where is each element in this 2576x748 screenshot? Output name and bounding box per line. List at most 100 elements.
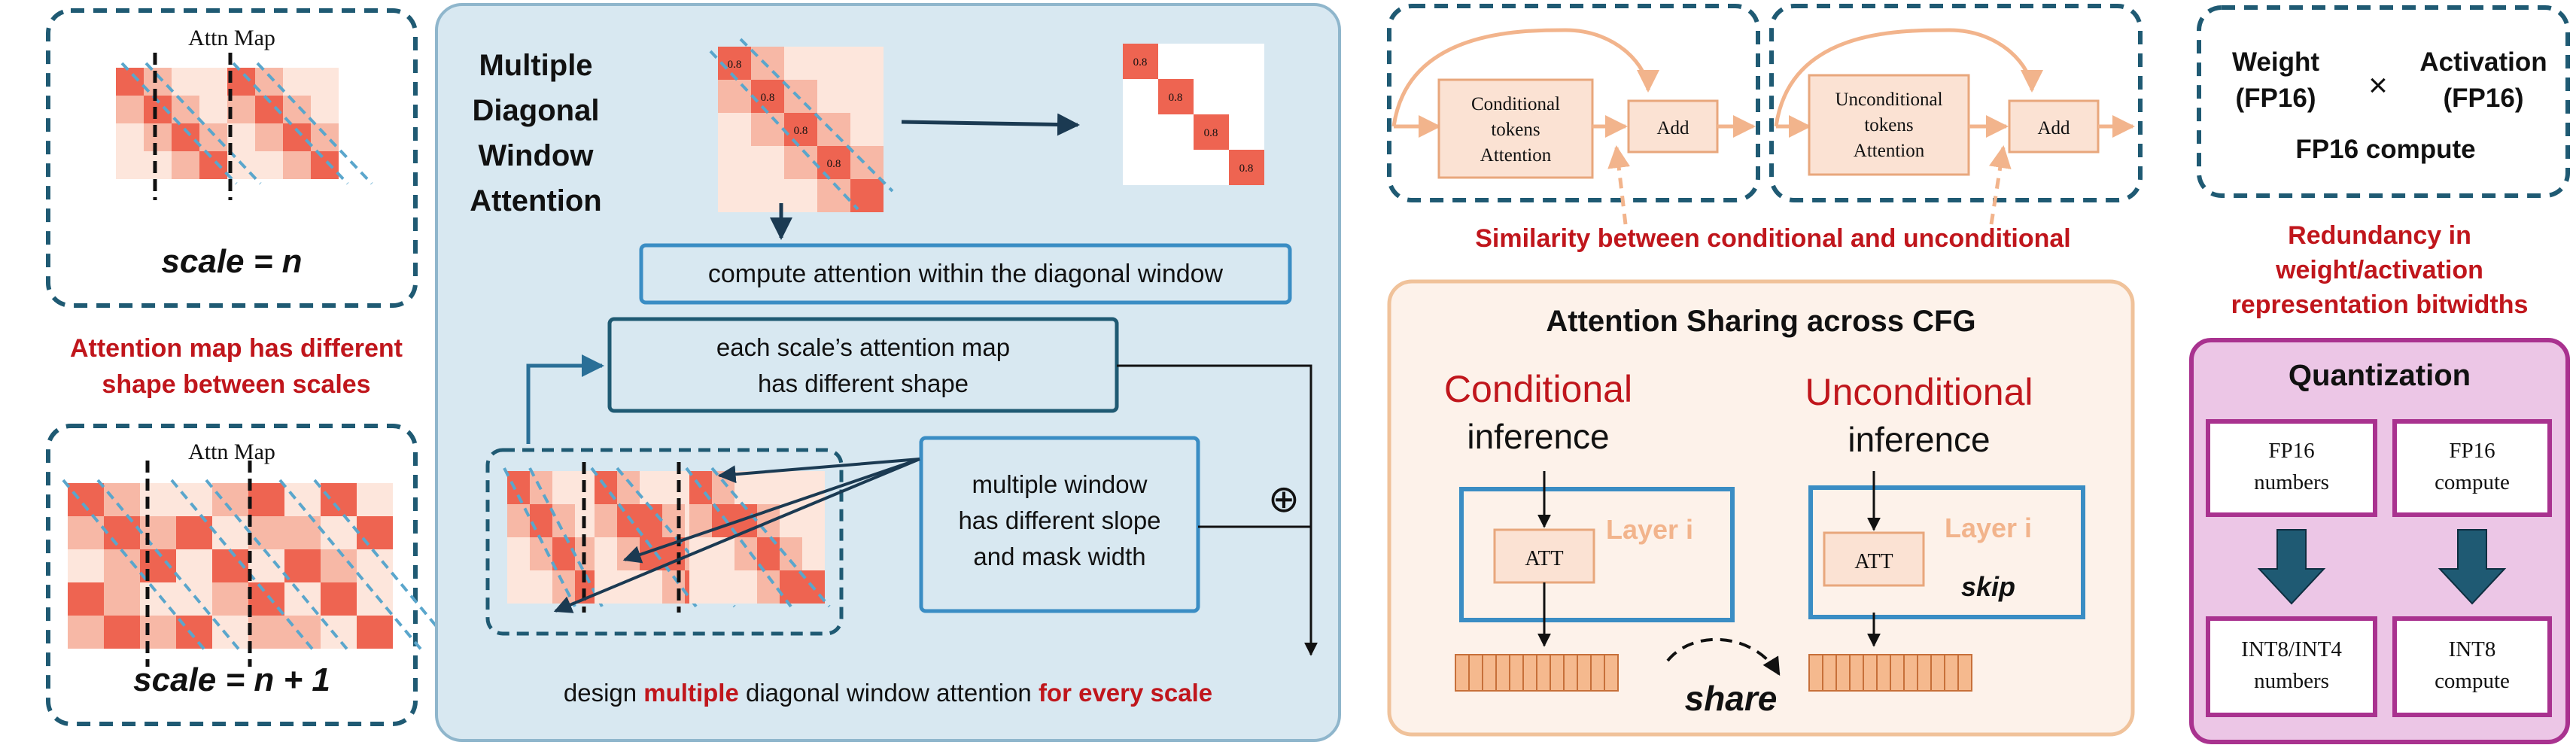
- fp16-compute-label: FP16 compute: [2295, 135, 2475, 164]
- attn-top-cell: [144, 123, 172, 151]
- multi-window-cell: [595, 504, 617, 537]
- multi-window-cell: [617, 504, 640, 537]
- similarity-arrow-left: [1607, 145, 1631, 225]
- attn-top-diag: [256, 62, 373, 185]
- footer-part2: multiple: [643, 679, 739, 707]
- attn-top-cell: [172, 123, 199, 151]
- attn-top-cell: [144, 151, 172, 179]
- diag-output-value: 0.8: [1169, 92, 1183, 104]
- attn-bottom-diag: [205, 479, 351, 653]
- quantization-title: Quantization: [2289, 359, 2471, 392]
- diag-input-cell: [718, 146, 751, 179]
- activation-line2: (FP16): [2444, 84, 2524, 113]
- attn-bottom-cell: [68, 582, 104, 616]
- attn-bottom-diag: [170, 479, 316, 653]
- cond-layer-label: Layer i: [1606, 514, 1693, 545]
- attn-map-bottom-frame: [46, 424, 418, 726]
- attn-bottom-cell: [104, 483, 140, 516]
- multi-window-cell: [617, 570, 640, 604]
- attn-bottom-cell: [104, 616, 140, 649]
- attn-top-cell: [255, 151, 283, 179]
- uncond-layer-box: [1808, 485, 2085, 619]
- attn-top-cell: [116, 123, 144, 151]
- fp16-compute-line2: compute: [2435, 470, 2510, 494]
- quantize-arrow-left: [2257, 529, 2326, 605]
- weight-line2: (FP16): [2236, 84, 2316, 113]
- similarity-caption: Similarity between conditional and uncon…: [1475, 224, 2071, 253]
- cond-attn-box: [1437, 78, 1594, 179]
- diag-input-value: 0.8: [827, 158, 841, 170]
- uncond-attn-line2: tokens: [1864, 115, 1913, 135]
- attn-bottom-cell: [140, 483, 176, 516]
- multi-window-cell: [734, 471, 757, 504]
- attn-bottom-cell: [68, 616, 104, 649]
- fp16-compute-line1: FP16: [2449, 439, 2495, 463]
- similarity-arrow-right: [1988, 145, 2012, 225]
- attn-top-cell: [283, 151, 311, 179]
- uncond-add-label: Add: [2037, 118, 2070, 138]
- diag-input-cell: [718, 80, 751, 113]
- uncond-attn-box: [1808, 74, 1970, 176]
- feedback-arrow: [526, 354, 604, 444]
- cond-att-label: ATT: [1525, 547, 1563, 570]
- pointer-arrow-1: [717, 458, 920, 484]
- attn-map-top-grid: [116, 53, 373, 200]
- multi-window-cell: [712, 570, 734, 604]
- attn-map-top-label: Attn Map: [188, 26, 275, 50]
- attn-top-cell: [199, 123, 227, 151]
- attn-bottom-cell: [321, 616, 357, 649]
- diag-input-cell: [784, 113, 817, 146]
- shape-box-line1: each scale’s attention map: [716, 333, 1010, 361]
- attn-bottom-diag: [278, 479, 424, 653]
- redundancy-line2: weight/activation: [2275, 256, 2483, 284]
- panel2-title-line4: Attention: [470, 184, 602, 217]
- uncond-layer-label: Layer i: [1945, 512, 2032, 543]
- fp16-numbers-line1: FP16: [2268, 439, 2314, 463]
- multi-window-band: [710, 467, 831, 608]
- diag-input-cell: [850, 80, 884, 113]
- diag-output-cell: [1194, 114, 1229, 150]
- diag-input-cell: [751, 113, 784, 146]
- multi-window-cell: [507, 537, 530, 570]
- uncond-frame: [1769, 4, 2143, 202]
- attn-top-cell: [255, 123, 283, 151]
- diag-input-cell: [718, 179, 751, 212]
- uncond-attn-line3: Attention: [1854, 141, 1925, 161]
- multi-window-cell: [595, 537, 617, 570]
- pointer-arrow-2: [622, 458, 920, 564]
- multi-window-cell: [802, 537, 825, 570]
- diag-input-cell: [784, 146, 817, 179]
- attn-top-cell: [199, 96, 227, 123]
- uncond-inference-sub: inference: [1848, 420, 1990, 459]
- panel2-title-line3: Window: [479, 139, 595, 172]
- cond-add-label: Add: [1656, 118, 1689, 138]
- uncond-att-label: ATT: [1854, 550, 1893, 573]
- plus-symbol: ⊕: [1268, 478, 1300, 520]
- uncond-att-box: [1823, 531, 1925, 587]
- diag-input-cell: [784, 80, 817, 113]
- footer-part3: diagonal window attention: [739, 679, 1039, 707]
- multi-window-cell: [575, 471, 598, 504]
- to-windowed-arrow: [901, 113, 1080, 136]
- cond-layer-box: [1459, 487, 1735, 622]
- share-arrow: [1666, 637, 1781, 677]
- multi-window-band: [503, 467, 576, 607]
- scale-n-label: scale = n: [161, 243, 302, 280]
- fp16-compute-box: [2392, 419, 2552, 517]
- multi-window-cell: [712, 504, 734, 537]
- output-connector: [1117, 364, 1318, 656]
- multi-window-cell: [757, 570, 780, 604]
- panel-attention-sharing: Attention Sharing across CFG Conditional…: [1387, 279, 2135, 737]
- cond-inference-title: Conditional: [1444, 368, 1632, 410]
- attn-bottom-cell: [212, 483, 248, 516]
- attn-top-cell: [116, 151, 144, 179]
- diag-input-cell: [751, 146, 784, 179]
- diag-input-cell: [817, 47, 850, 80]
- diag-output-cell: [1229, 150, 1264, 185]
- int-numbers-line2: numbers: [2254, 669, 2329, 693]
- diag-output-cell: [1158, 79, 1194, 114]
- fp16-numbers-box: [2206, 419, 2377, 517]
- attn-bottom-cell: [140, 616, 176, 649]
- multi-window-cell: [662, 471, 685, 504]
- attn-bottom-cell: [248, 516, 284, 549]
